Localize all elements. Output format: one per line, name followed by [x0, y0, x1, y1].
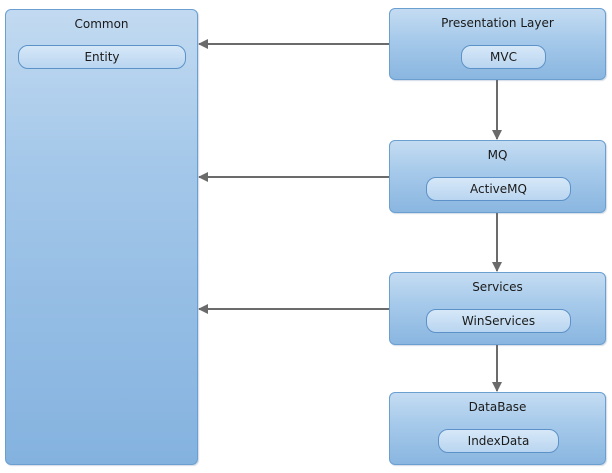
mvc-item: MVC [461, 45, 546, 69]
services-title: Services [472, 280, 523, 294]
activemq-item: ActiveMQ [426, 177, 571, 201]
database-title: DataBase [468, 400, 527, 414]
mq-title: MQ [487, 148, 508, 162]
winservices-item: WinServices [426, 309, 571, 333]
indexdata-item: IndexData [438, 429, 559, 453]
common-box: Common Entity [5, 9, 198, 465]
database-box: DataBase IndexData [389, 392, 606, 465]
mq-box: MQ ActiveMQ [389, 140, 606, 213]
presentation-layer-box: Presentation Layer MVC [389, 8, 606, 80]
common-title: Common [74, 17, 129, 31]
entity-item: Entity [18, 45, 186, 69]
services-box: Services WinServices [389, 272, 606, 345]
presentation-layer-title: Presentation Layer [441, 16, 554, 30]
